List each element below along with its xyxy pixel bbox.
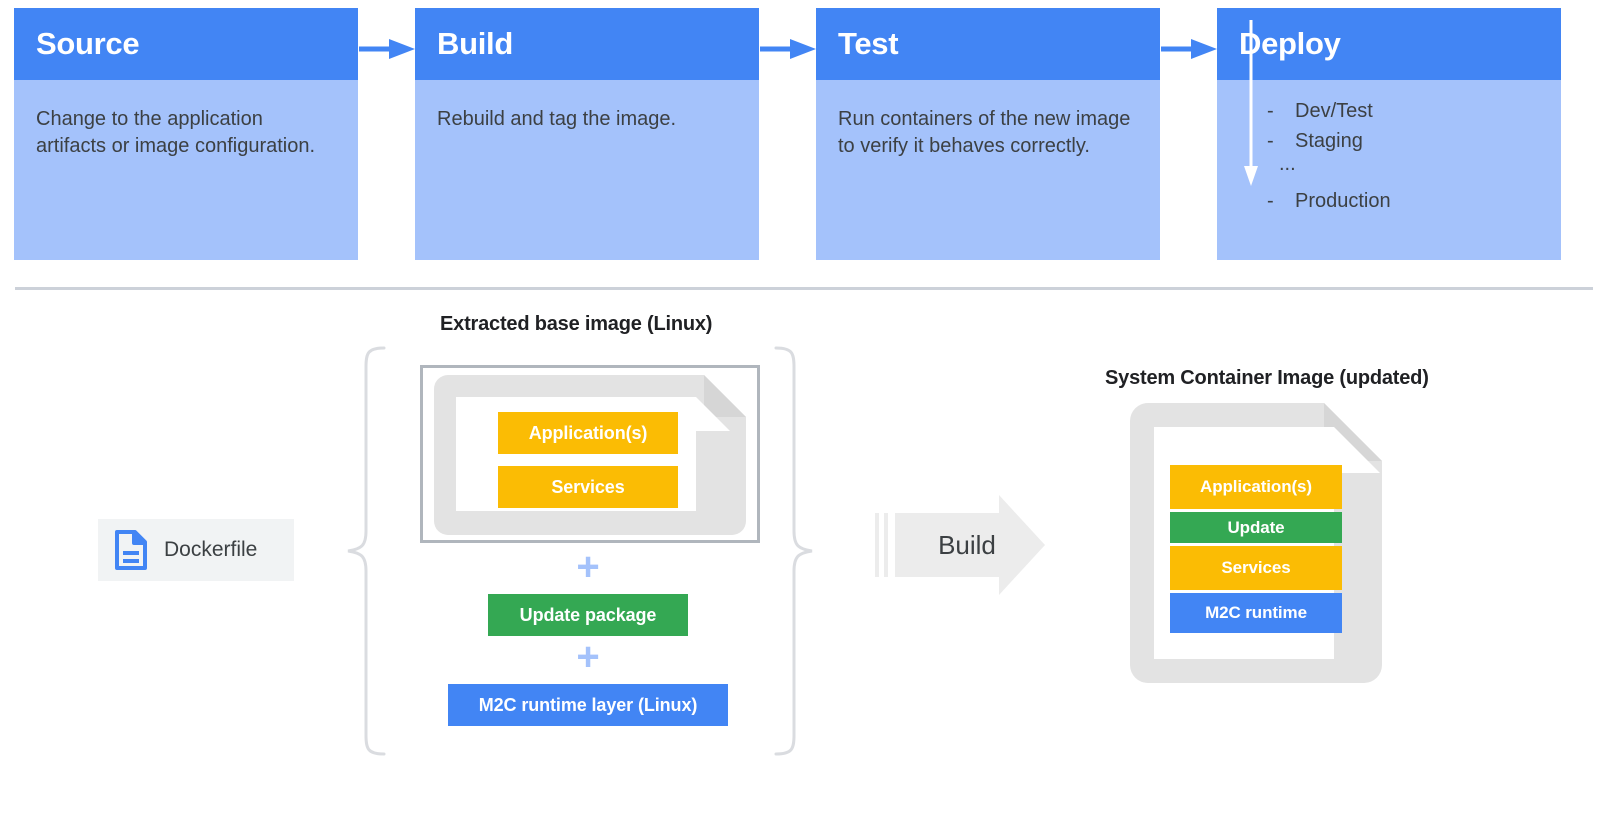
list-item-label: Dev/Test bbox=[1295, 100, 1373, 122]
list-marker: - bbox=[1267, 130, 1274, 152]
deploy-down-arrow-icon bbox=[1244, 20, 1258, 186]
list-item: - Production bbox=[1239, 188, 1539, 218]
m2c-runtime-layer: M2C runtime layer (Linux) bbox=[448, 684, 728, 726]
plus-symbol-1: + bbox=[576, 545, 600, 589]
dockerfile-label: Dockerfile bbox=[164, 538, 258, 561]
list-marker: - bbox=[1267, 100, 1274, 122]
base-layer-services: Services bbox=[498, 466, 678, 508]
file-document-icon bbox=[115, 530, 147, 570]
stage-body-source: Change to the application artifacts or i… bbox=[14, 80, 358, 260]
build-action-label: Build bbox=[938, 529, 996, 560]
arrow-right-icon-3 bbox=[1161, 39, 1217, 59]
pipeline-section: Source Change to the application artifac… bbox=[0, 0, 1606, 268]
build-action-arrow[interactable]: Build bbox=[875, 495, 1045, 595]
pipeline-stage-deploy[interactable]: Deploy - Dev/Test - Staging bbox=[1217, 8, 1561, 260]
build-diagram-section: Extracted base image (Linux) System Cont… bbox=[0, 295, 1606, 822]
system-image-caption: System Container Image (updated) bbox=[1105, 367, 1429, 389]
section-divider bbox=[15, 287, 1593, 290]
pipeline-stage-source[interactable]: Source Change to the application artifac… bbox=[14, 8, 358, 260]
plus-symbol-2: + bbox=[576, 635, 600, 679]
list-item-ellipsis: ... bbox=[1239, 153, 1539, 188]
left-brace-icon bbox=[347, 346, 386, 756]
list-item-label: Production bbox=[1295, 190, 1391, 212]
list-item: - Staging bbox=[1239, 128, 1539, 158]
stage-title-deploy: Deploy bbox=[1217, 8, 1561, 80]
dockerfile-chip[interactable]: Dockerfile bbox=[98, 519, 294, 581]
right-brace-icon bbox=[774, 346, 813, 756]
system-layer-update: Update bbox=[1170, 512, 1342, 543]
system-layer-application: Application(s) bbox=[1170, 465, 1342, 509]
stage-title-source: Source bbox=[14, 8, 358, 80]
base-image-document bbox=[420, 365, 760, 543]
list-item: - Dev/Test bbox=[1239, 98, 1539, 128]
stage-title-test: Test bbox=[816, 8, 1160, 80]
deploy-environment-list: - Dev/Test - Staging ... - Production bbox=[1239, 98, 1539, 218]
base-image-caption: Extracted base image (Linux) bbox=[440, 313, 713, 335]
stage-title-build: Build bbox=[415, 8, 759, 80]
pipeline-stage-test[interactable]: Test Run containers of the new image to … bbox=[816, 8, 1160, 260]
update-package-layer: Update package bbox=[488, 594, 688, 636]
list-marker-ellipsis: ... bbox=[1279, 153, 1296, 175]
system-container-document bbox=[1130, 403, 1382, 683]
arrow-right-icon-1 bbox=[359, 39, 415, 59]
stage-body-deploy: - Dev/Test - Staging ... - Production bbox=[1217, 20, 1561, 260]
stage-body-test: Run containers of the new image to verif… bbox=[816, 80, 1160, 260]
arrow-right-icon-2 bbox=[760, 39, 816, 59]
list-marker: - bbox=[1267, 190, 1274, 212]
system-layer-services: Services bbox=[1170, 546, 1342, 590]
base-layer-application: Application(s) bbox=[498, 412, 678, 454]
system-layer-m2c-runtime: M2C runtime bbox=[1170, 593, 1342, 633]
block-arrow-right-icon bbox=[875, 495, 1045, 595]
pipeline-stage-build[interactable]: Build Rebuild and tag the image. bbox=[415, 8, 759, 260]
list-item-label: Staging bbox=[1295, 130, 1363, 152]
stage-body-build: Rebuild and tag the image. bbox=[415, 80, 759, 260]
